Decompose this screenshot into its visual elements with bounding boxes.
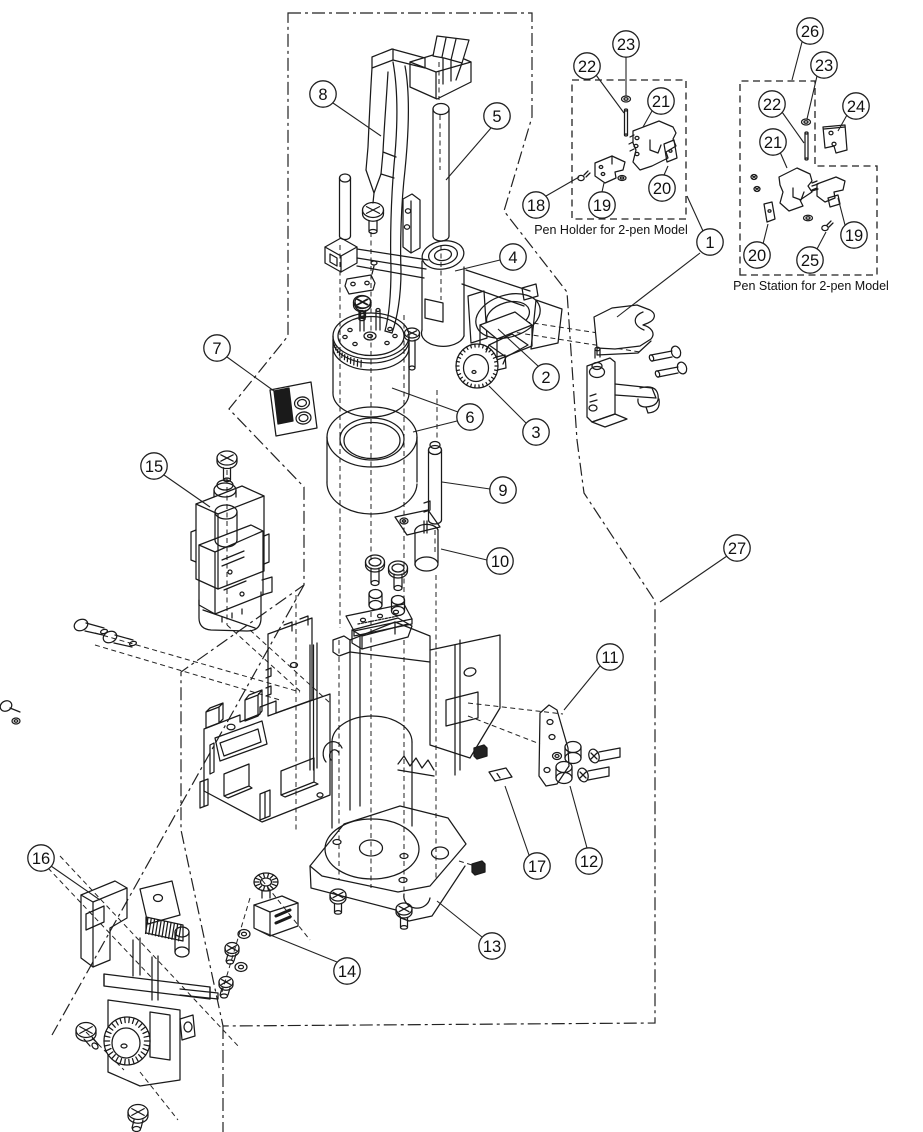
svg-text:4: 4 xyxy=(508,249,517,267)
svg-text:1: 1 xyxy=(705,234,714,252)
svg-text:8: 8 xyxy=(318,86,327,104)
svg-text:10: 10 xyxy=(491,553,509,571)
svg-text:11: 11 xyxy=(601,649,618,667)
svg-text:22: 22 xyxy=(578,58,596,76)
svg-text:19: 19 xyxy=(593,197,611,215)
svg-text:3: 3 xyxy=(531,424,540,442)
svg-text:Pen Station for 2-pen Model: Pen Station for 2-pen Model xyxy=(733,279,889,293)
svg-text:13: 13 xyxy=(483,938,501,956)
svg-text:19: 19 xyxy=(845,227,863,245)
svg-text:22: 22 xyxy=(763,96,781,114)
svg-text:20: 20 xyxy=(748,247,766,265)
svg-text:21: 21 xyxy=(652,93,670,111)
svg-text:20: 20 xyxy=(653,180,671,198)
svg-text:17: 17 xyxy=(528,858,546,876)
svg-text:24: 24 xyxy=(847,98,865,116)
svg-text:7: 7 xyxy=(212,340,221,358)
svg-text:2: 2 xyxy=(541,369,550,387)
svg-text:Pen Holder for 2-pen Model: Pen Holder for 2-pen Model xyxy=(534,223,688,237)
svg-text:23: 23 xyxy=(617,36,635,54)
svg-text:5: 5 xyxy=(492,108,501,126)
svg-text:15: 15 xyxy=(145,458,163,476)
svg-text:9: 9 xyxy=(498,482,507,500)
svg-text:27: 27 xyxy=(728,540,746,558)
svg-text:14: 14 xyxy=(338,963,356,981)
svg-text:12: 12 xyxy=(580,853,598,871)
svg-text:18: 18 xyxy=(527,197,545,215)
svg-text:21: 21 xyxy=(764,134,782,152)
svg-text:26: 26 xyxy=(801,23,819,41)
svg-text:16: 16 xyxy=(32,850,50,868)
svg-text:6: 6 xyxy=(465,409,474,427)
svg-text:23: 23 xyxy=(815,57,833,75)
svg-text:25: 25 xyxy=(801,252,819,270)
